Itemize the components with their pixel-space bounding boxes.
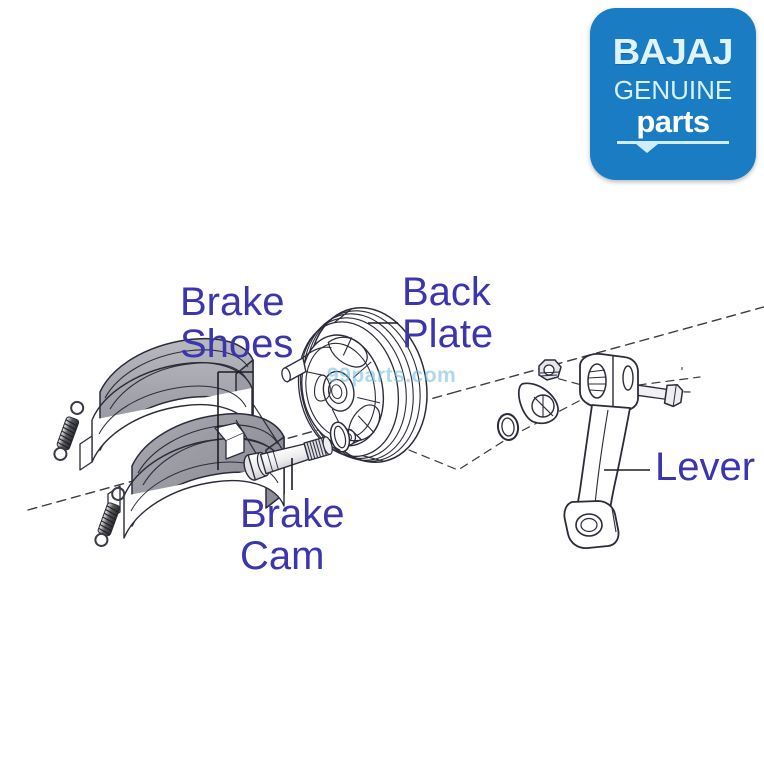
logo-brand-name: BAJAJ: [613, 31, 734, 72]
cam-washer-part: [329, 421, 351, 453]
bajaj-genuine-parts-logo: BAJAJ GENUINE parts: [590, 8, 756, 180]
label-back-plate: Back Plate: [402, 270, 494, 356]
label-brake-cam: Brake Cam: [240, 492, 345, 578]
logo-tick-icon: [636, 144, 658, 153]
logo-parts-text: parts: [636, 104, 710, 139]
lever-nut-part: [538, 359, 562, 381]
cam-dust-seal-part: [496, 413, 520, 441]
logo-underline: [617, 141, 729, 144]
site-watermark: 99parts.com: [327, 364, 457, 387]
logo-genuine-text: GENUINE: [613, 75, 733, 105]
shoe-return-spring-lower: [94, 486, 126, 547]
brake-cam-part: [243, 436, 333, 481]
lever-part: [563, 353, 639, 549]
back-plate-part: [281, 307, 428, 463]
shoe-return-spring-upper: [53, 400, 85, 461]
label-lever: Lever: [655, 445, 756, 489]
callout-leader-lines: [217, 322, 650, 490]
label-brake-shoes: Brake Shoes: [180, 280, 294, 366]
wear-indicator-plate-part: [517, 382, 559, 425]
